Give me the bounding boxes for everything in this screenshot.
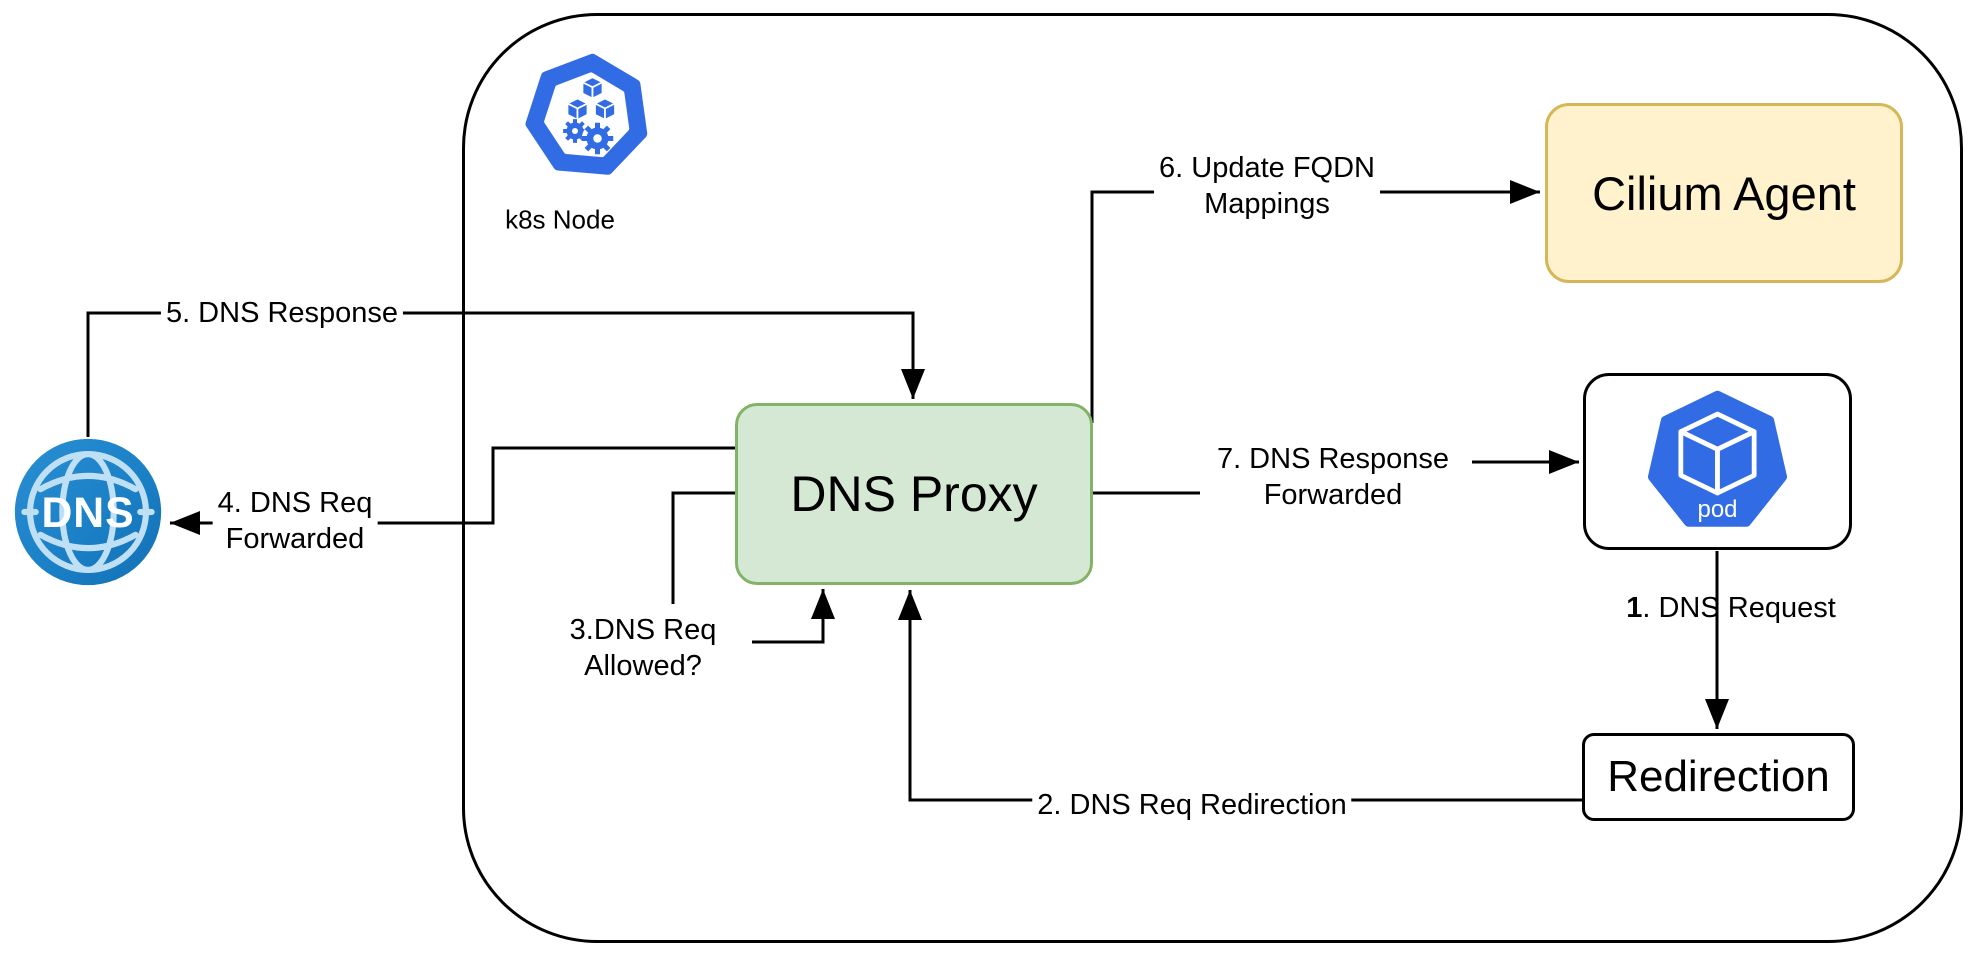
pod-icon: pod xyxy=(1647,390,1788,527)
edge-label-3: 3.DNS Req Allowed? xyxy=(564,610,722,686)
edge-label-6: 6. Update FQDN Mappings xyxy=(1154,148,1380,224)
gear-small xyxy=(563,119,587,143)
pod-label: pod xyxy=(1698,495,1738,522)
k8s-node-icon xyxy=(525,53,648,175)
edge-label-4: 4. DNS Req Forwarded xyxy=(212,483,378,559)
dns-server-label: DNS xyxy=(41,489,134,537)
redirection-box: Redirection xyxy=(1582,733,1855,821)
cilium-agent-label: Cilium Agent xyxy=(1592,166,1856,220)
gear-large xyxy=(581,122,614,155)
k8s-node-label: k8s Node xyxy=(505,204,615,235)
cilium-agent-box: Cilium Agent xyxy=(1545,103,1903,283)
dns-proxy-label: DNS Proxy xyxy=(790,466,1038,522)
pod-box: pod xyxy=(1583,373,1852,550)
edge-label-2: 2. DNS Req Redirection xyxy=(1032,785,1352,825)
dns-server-icon: DNS xyxy=(14,438,162,586)
edge-label-5: 5. DNS Response xyxy=(160,293,404,333)
edge-label-7: 7. DNS Response Forwarded xyxy=(1211,439,1455,515)
redirection-label: Redirection xyxy=(1607,752,1830,801)
edge-label-1: 1. DNS Request xyxy=(1626,591,1836,624)
dns-proxy-box: DNS Proxy xyxy=(735,403,1093,585)
